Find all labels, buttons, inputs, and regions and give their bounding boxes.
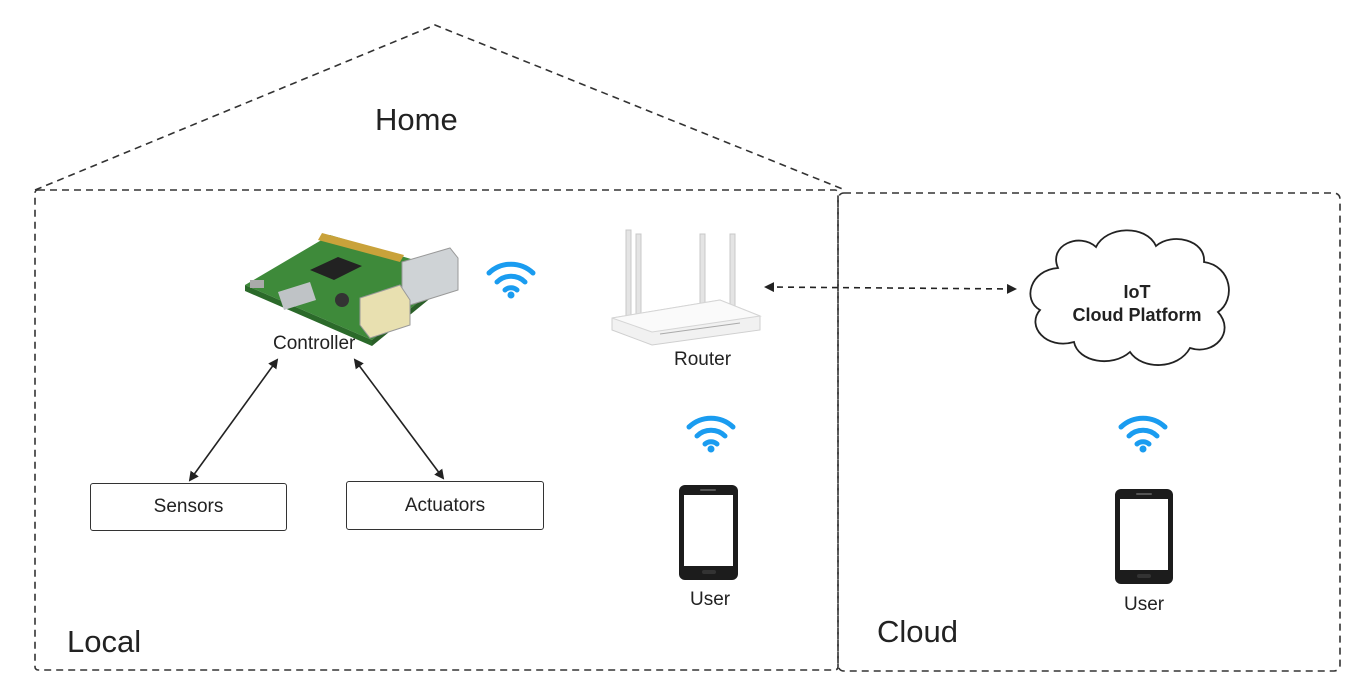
cloud-platform-line2: Cloud Platform [1072,305,1202,325]
sensors-label: Sensors [153,496,224,517]
router-label: Router [674,349,732,370]
home-roof-outline [34,24,846,191]
local-zone-label: Local [67,624,142,659]
actuators-label: Actuators [404,494,486,516]
cloud-icon [1029,229,1230,366]
router-icon [611,229,762,346]
wifi-icon [486,261,536,299]
controller-label: Controller [273,333,356,354]
cloud-zone-boundary [837,192,1341,672]
router-cloud-arrow [764,282,1017,294]
sensors-box: Sensors [90,483,287,531]
cloud-platform-line1: IoT [1123,282,1151,302]
user-local-label: User [690,589,731,610]
smartphone-icon [1115,489,1173,584]
raspberry-pi-board-icon [245,233,459,346]
wifi-icon [1118,415,1168,453]
user-cloud-label: User [1124,594,1165,615]
iot-cloud-platform-label: IoT Cloud Platform [1052,281,1222,327]
wifi-icon [686,415,736,453]
controller-sensors-arrow [188,358,279,482]
controller-actuators-arrow [353,358,445,480]
smartphone-icon [679,485,738,580]
actuators-box: Actuators [346,481,544,530]
cloud-zone-label: Cloud [877,614,958,649]
home-zone-label: Home [375,102,458,137]
